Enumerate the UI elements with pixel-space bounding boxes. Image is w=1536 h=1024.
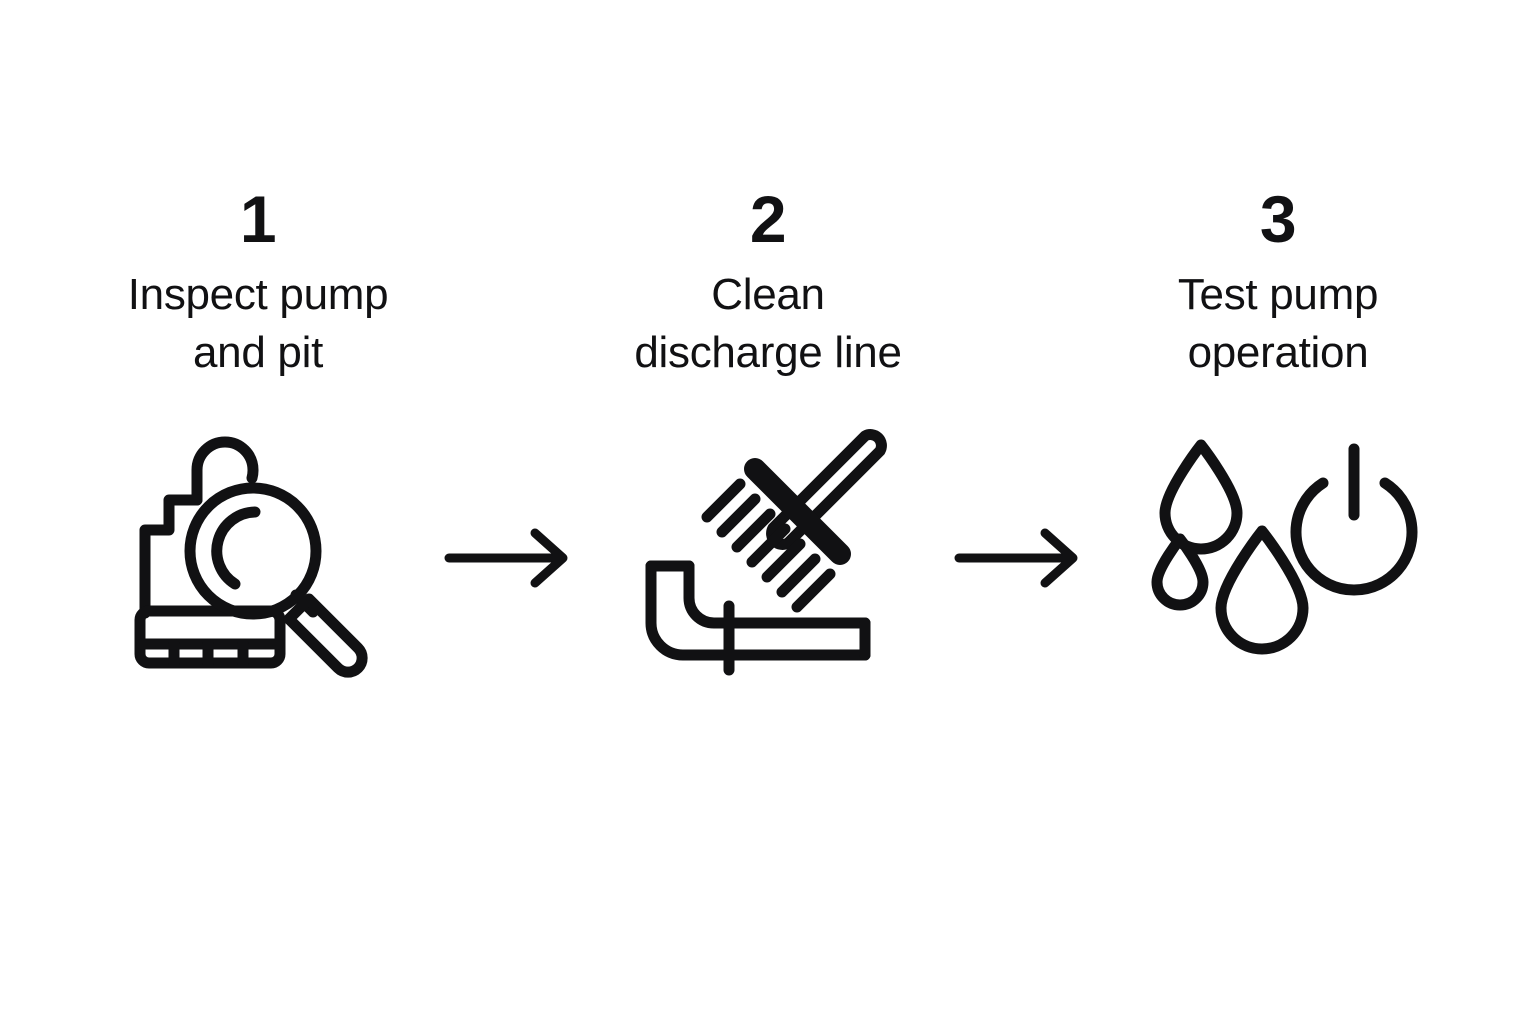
water-droplet-small-icon [1151,533,1209,611]
step-1: 1 Inspect pump and pit [68,180,448,678]
water-droplet-large-icon [1159,439,1243,555]
water-droplets-and-power-icon [1151,439,1418,655]
step-3-label: Test pump operation [1177,266,1379,382]
sump-pump-with-magnifier-icon [134,436,368,678]
step-1-label-line-1: Inspect pump [127,270,389,319]
power-ring-icon [1290,477,1418,596]
connector-2-wrap [954,528,1088,588]
step-2-number: 2 [749,182,787,256]
step-1-label: Inspect pump and pit [128,266,389,382]
water-droplet-medium-icon [1215,525,1309,655]
step-2-label-line-2: discharge line [634,328,902,378]
step-3-label-line-2: operation [1187,328,1369,378]
step-3-number: 3 [1259,182,1297,256]
arrow-right-icon [954,528,1078,588]
step-1-number: 1 [239,182,277,256]
step-2-label-line-1: Clean [711,270,825,319]
arrow-right-icon [444,528,568,588]
step-3-label-line-1: Test pump [1177,270,1379,319]
steps-row: 1 Inspect pump and pit [0,180,1536,678]
step-1-label-line-2: and pit [192,328,323,378]
step-3: 3 Test pump operation [1088,180,1468,668]
step-2: 2 Clean discharge line [578,180,958,676]
step-1-icon-wrap [128,418,388,678]
brush-and-elbow-pipe-icon [645,429,887,676]
step-2-label: Clean discharge line [634,266,902,382]
step-3-icon-wrap [1148,418,1418,668]
step-2-icon-wrap [638,418,898,676]
connector-1-wrap [444,528,578,588]
